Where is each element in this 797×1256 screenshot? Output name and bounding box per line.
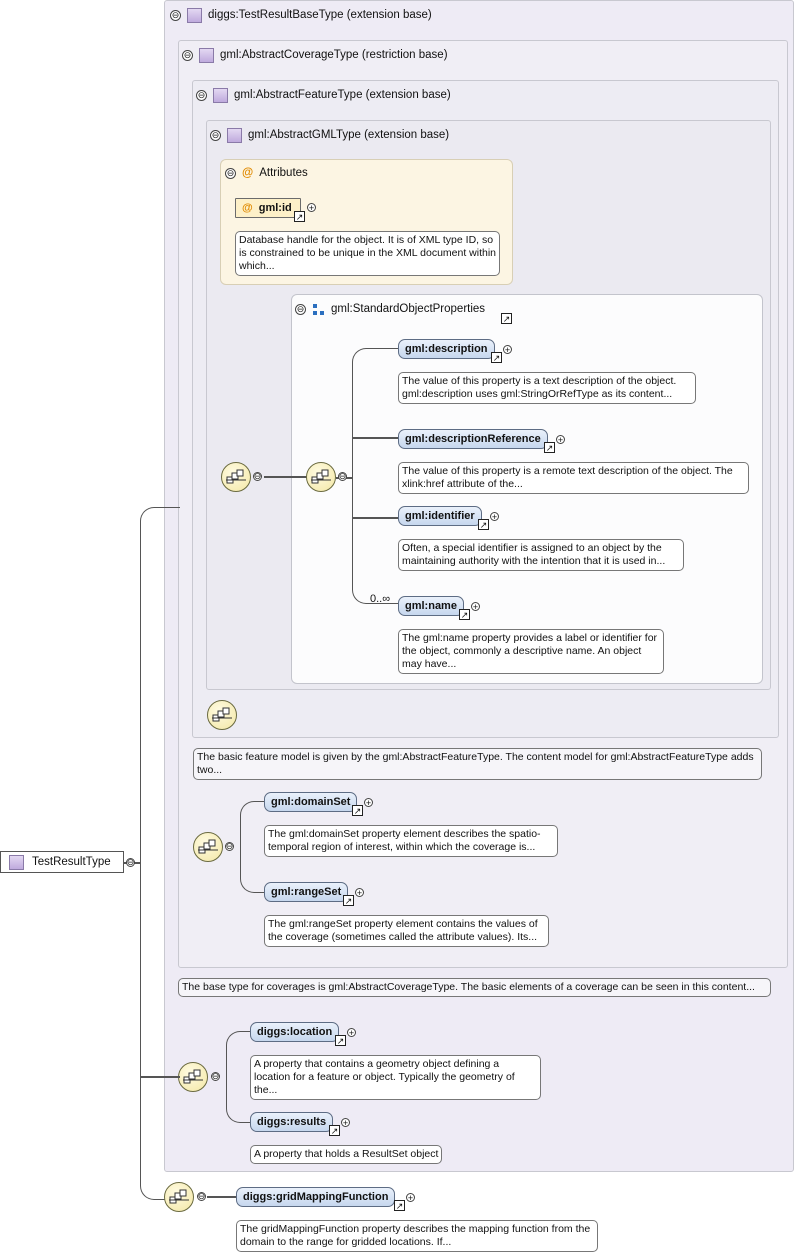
collapse-test-result-base-icon[interactable]: ⊖: [170, 9, 181, 21]
sequence-compositor-icon[interactable]: [193, 832, 223, 862]
expand-icon[interactable]: +: [355, 888, 364, 898]
group-icon: [313, 303, 324, 315]
collapse-compositor-icon[interactable]: ⊖: [211, 1071, 220, 1081]
reference-link-icon[interactable]: ↗: [335, 1035, 346, 1046]
reference-link-icon[interactable]: ↗: [501, 313, 512, 324]
abstract-coverage-title: gml:AbstractCoverageType (restriction ba…: [220, 49, 448, 61]
test-result-base-title: diggs:TestResultBaseType (extension base…: [208, 9, 432, 21]
reference-link-icon[interactable]: ↗: [343, 895, 354, 906]
gml-identifier-desc: Often, a special identifier is assigned …: [398, 539, 684, 571]
expand-icon[interactable]: +: [503, 345, 512, 355]
diggs-results-desc: A property that holds a ResultSet object: [250, 1145, 443, 1164]
attribute-icon: @: [242, 202, 253, 214]
complex-type-icon: [187, 7, 202, 23]
collapse-abstract-feature-icon[interactable]: ⊖: [196, 89, 207, 101]
reference-link-icon[interactable]: ↗: [294, 211, 305, 222]
abstract-feature-title: gml:AbstractFeatureType (extension base): [234, 89, 451, 101]
reference-link-icon[interactable]: ↗: [394, 1200, 405, 1211]
element-gml-description-reference[interactable]: gml:descriptionReference: [398, 429, 548, 449]
collapse-compositor-icon[interactable]: ⊖: [197, 1191, 206, 1201]
sequence-compositor-icon[interactable]: [178, 1062, 208, 1092]
complex-type-icon: [213, 87, 228, 103]
collapse-attributes-icon[interactable]: ⊖: [225, 167, 236, 179]
reference-link-icon[interactable]: ↗: [459, 609, 470, 620]
abstract-coverage-description: The base type for coverages is gml:Abstr…: [178, 978, 771, 997]
reference-link-icon[interactable]: ↗: [544, 442, 555, 453]
gml-id-description: Database handle for the object. It is of…: [235, 231, 500, 276]
reference-link-icon[interactable]: ↗: [491, 352, 502, 363]
element-gml-description[interactable]: gml:description: [398, 339, 495, 359]
expand-icon[interactable]: +: [490, 512, 499, 522]
expand-icon[interactable]: +: [364, 798, 373, 808]
element-gml-identifier[interactable]: gml:identifier: [398, 506, 482, 526]
collapse-root-icon[interactable]: ⊖: [126, 857, 135, 867]
sop-title: gml:StandardObjectProperties: [331, 303, 486, 315]
collapse-abstract-coverage-icon[interactable]: ⊖: [182, 49, 193, 61]
element-gml-name[interactable]: gml:name: [398, 596, 464, 616]
element-diggs-location[interactable]: diggs:location: [250, 1022, 340, 1042]
attributes-title: Attributes: [259, 167, 308, 179]
collapse-abstract-gml-icon[interactable]: ⊖: [210, 129, 221, 141]
root-type-label: TestResultType: [32, 856, 111, 868]
gml-name-desc: The gml:name property provides a label o…: [398, 629, 664, 674]
abstract-feature-description: The basic feature model is given by the …: [193, 748, 762, 780]
gml-description-reference-desc: The value of this property is a remote t…: [398, 462, 749, 494]
sequence-compositor-icon[interactable]: [221, 462, 251, 492]
diggs-location-desc: A property that contains a geometry obje…: [250, 1055, 541, 1100]
gml-id-attribute[interactable]: @ gml:id: [235, 198, 301, 218]
complex-type-icon: [9, 854, 24, 870]
sequence-compositor-icon[interactable]: [164, 1182, 194, 1212]
reference-link-icon[interactable]: ↗: [352, 805, 363, 816]
element-gml-domain-set[interactable]: gml:domainSet: [264, 792, 358, 812]
collapse-compositor-icon[interactable]: ⊖: [225, 841, 234, 851]
gml-range-set-desc: The gml:rangeSet property element contai…: [264, 915, 549, 947]
root-type-test-result-type[interactable]: TestResultType: [0, 851, 124, 873]
element-gml-range-set[interactable]: gml:rangeSet: [264, 882, 349, 902]
sequence-compositor-icon[interactable]: [306, 462, 336, 492]
attribute-icon: @: [242, 167, 254, 179]
collapse-compositor-icon[interactable]: ⊖: [338, 471, 347, 481]
complex-type-icon: [227, 127, 242, 143]
expand-icon[interactable]: +: [341, 1118, 350, 1128]
element-diggs-results[interactable]: diggs:results: [250, 1112, 334, 1132]
cardinality-label: 0..∞: [370, 593, 391, 605]
expand-icon[interactable]: +: [347, 1028, 356, 1038]
expand-icon[interactable]: +: [406, 1193, 415, 1203]
gml-description-desc: The value of this property is a text des…: [398, 372, 696, 404]
expand-icon[interactable]: +: [307, 203, 316, 213]
collapse-sop-icon[interactable]: ⊖: [295, 303, 306, 315]
sequence-compositor-icon[interactable]: [207, 700, 237, 730]
complex-type-icon: [199, 47, 214, 63]
expand-icon[interactable]: +: [556, 435, 565, 445]
collapse-compositor-icon[interactable]: ⊖: [253, 471, 262, 481]
gml-id-label: gml:id: [258, 202, 292, 214]
reference-link-icon[interactable]: ↗: [329, 1125, 340, 1136]
reference-link-icon[interactable]: ↗: [478, 519, 489, 530]
abstract-gml-title: gml:AbstractGMLType (extension base): [248, 129, 450, 141]
element-diggs-grid-mapping-function[interactable]: diggs:gridMappingFunction: [236, 1187, 396, 1207]
diggs-grid-mapping-function-desc: The gridMappingFunction property describ…: [236, 1220, 598, 1252]
expand-icon[interactable]: +: [471, 602, 480, 612]
gml-domain-set-desc: The gml:domainSet property element descr…: [264, 825, 558, 857]
